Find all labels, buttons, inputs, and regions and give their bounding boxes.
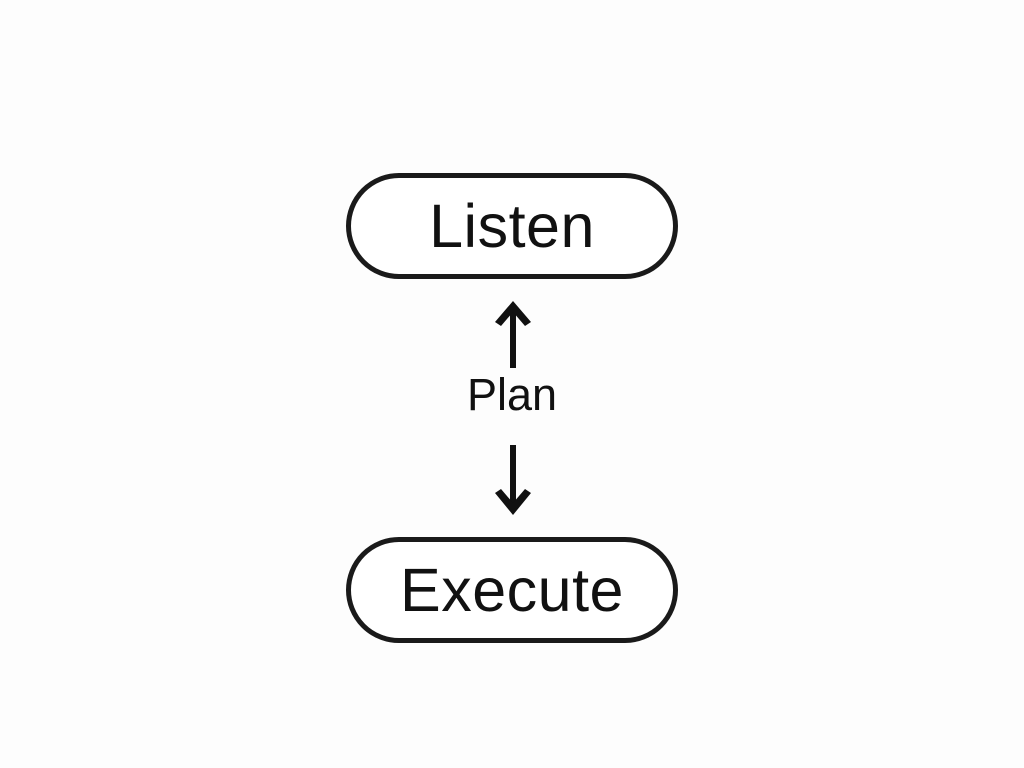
node-listen[interactable]: Listen — [346, 173, 678, 279]
edge-label-plan-text: Plan — [466, 369, 558, 420]
node-listen-label: Listen — [429, 191, 595, 260]
node-execute[interactable]: Execute — [346, 537, 678, 643]
arrow-up-icon — [495, 301, 531, 326]
arrow-down-icon — [495, 489, 531, 515]
node-execute-label: Execute — [400, 555, 624, 624]
edge-execute-to-listen — [495, 301, 531, 368]
edge-label-plan: Plan — [0, 372, 1024, 417]
edge-listen-to-execute — [495, 445, 531, 515]
